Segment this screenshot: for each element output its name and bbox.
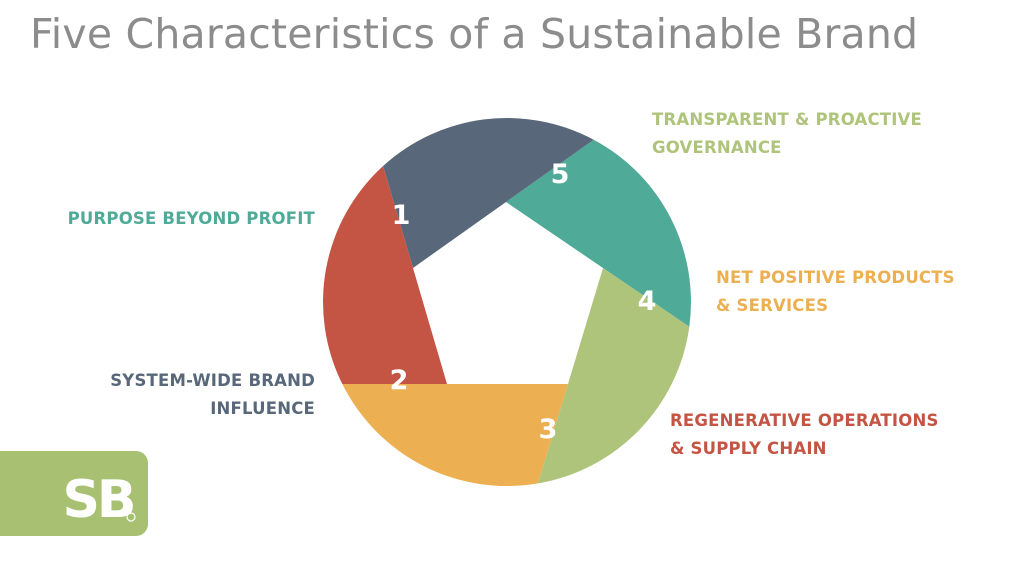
segment-5-number: 5 bbox=[551, 159, 570, 190]
label-5-line-2: GOVERNANCE bbox=[652, 138, 782, 157]
label-purpose-beyond-profit: PURPOSE BEYOND PROFIT bbox=[40, 205, 315, 233]
label-transparent-governance: TRANSPARENT & PROACTIVE GOVERNANCE bbox=[652, 106, 922, 162]
segment-4 bbox=[342, 268, 603, 487]
registered-mark-icon bbox=[126, 512, 136, 522]
label-3-line-2: & SUPPLY CHAIN bbox=[670, 439, 827, 458]
segment-5 bbox=[506, 202, 690, 484]
label-5-line-1: TRANSPARENT & PROACTIVE bbox=[652, 110, 922, 129]
segment-1 bbox=[413, 139, 691, 327]
label-system-wide-brand-influence: SYSTEM-WIDE BRAND INFLUENCE bbox=[40, 367, 315, 423]
label-2-line-1: SYSTEM-WIDE BRAND bbox=[110, 371, 315, 390]
segment-2 bbox=[383, 118, 594, 384]
segment-3-number: 3 bbox=[539, 414, 558, 445]
sb-logo: SB bbox=[0, 451, 148, 536]
label-net-positive-products: NET POSITIVE PRODUCTS & SERVICES bbox=[716, 264, 955, 320]
label-1-line-1: PURPOSE BEYOND PROFIT bbox=[67, 209, 315, 228]
segment-1-number: 1 bbox=[392, 200, 411, 231]
segment-2-number: 2 bbox=[390, 365, 409, 396]
segment-4-number: 4 bbox=[638, 286, 657, 317]
label-3-line-1: REGENERATIVE OPERATIONS bbox=[670, 411, 939, 430]
label-2-line-2: INFLUENCE bbox=[210, 399, 315, 418]
segment-3 bbox=[323, 166, 568, 384]
sb-logo-text: SB bbox=[62, 470, 133, 530]
label-4-line-1: NET POSITIVE PRODUCTS bbox=[716, 268, 955, 287]
label-4-line-2: & SERVICES bbox=[716, 296, 829, 315]
page-title: Five Characteristics of a Sustainable Br… bbox=[30, 10, 919, 58]
sb-logo-icon: SB bbox=[62, 470, 136, 530]
label-regenerative-operations: REGENERATIVE OPERATIONS & SUPPLY CHAIN bbox=[670, 407, 939, 463]
